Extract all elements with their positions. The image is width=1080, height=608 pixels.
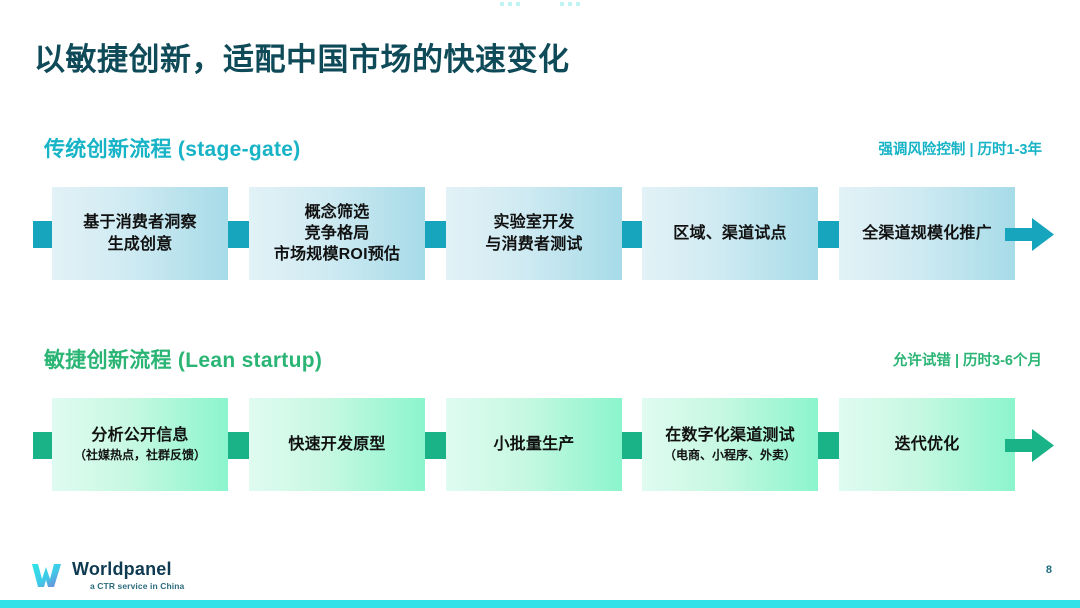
- flow-step-box[interactable]: 区域、渠道试点: [642, 187, 818, 280]
- flow-step-box[interactable]: 小批量生产: [446, 398, 622, 491]
- flow-connector: [228, 432, 252, 459]
- worldpanel-w-icon: [30, 560, 64, 590]
- flow-connector: [228, 221, 252, 248]
- top-edge-artifacts: [0, 2, 1080, 10]
- flow-step-box[interactable]: 基于消费者洞察 生成创意: [52, 187, 228, 280]
- section-header: 传统创新流程 (stage-gate) 强调风险控制 | 历时1-3年: [0, 133, 1080, 167]
- flow-step-label: 快速开发原型: [288, 435, 386, 453]
- logo-tagline: a CTR service in China: [90, 580, 185, 591]
- flow-step-box[interactable]: 分析公开信息 （社媒热点，社群反馈）: [52, 398, 228, 491]
- section-title-lean-startup: 敏捷创新流程 (Lean startup): [44, 349, 323, 372]
- flow-connector: [425, 432, 449, 459]
- flow-step-sublabel: （社媒热点，社群反馈）: [73, 448, 206, 463]
- flow-step-label: 全渠道规模化推广: [862, 224, 992, 242]
- bottom-accent-bar: [0, 600, 1080, 608]
- flow-step-box[interactable]: 实验室开发 与消费者测试: [446, 187, 622, 280]
- flow-arrow-icon: [1005, 428, 1055, 463]
- worldpanel-logo: Worldpanel a CTR service in China: [30, 560, 184, 591]
- flow-step-label: 区域、渠道试点: [673, 224, 787, 242]
- page-number: 8: [1045, 564, 1052, 576]
- flow-step-label: 分析公开信息: [91, 427, 189, 445]
- flow-step-box[interactable]: 全渠道规模化推广: [839, 187, 1015, 280]
- flow-connector: [818, 221, 842, 248]
- flow-step-box[interactable]: 在数字化渠道测试 （电商、小程序、外卖）: [642, 398, 818, 491]
- logo-wordmark: Worldpanel: [72, 558, 172, 579]
- page-title: 以敏捷创新，适配中国市场的快速变化: [34, 42, 570, 77]
- section-note-lean-startup: 允许试错 | 历时3-6个月: [892, 353, 1042, 369]
- flow-step-label: 概念筛选 竞争格局 市场规模ROI预估: [273, 203, 401, 264]
- section-header: 敏捷创新流程 (Lean startup) 允许试错 | 历时3-6个月: [0, 344, 1080, 378]
- flow-step-label: 迭代优化: [894, 435, 960, 453]
- flow-connector: [818, 432, 842, 459]
- flow-connector: [425, 221, 449, 248]
- flow-row-stage-gate: 基于消费者洞察 生成创意 概念筛选 竞争格局 市场规模ROI预估 实验室开发 与…: [0, 187, 1080, 282]
- section-stage-gate: 传统创新流程 (stage-gate) 强调风险控制 | 历时1-3年 基于消费…: [0, 133, 1080, 280]
- section-note-stage-gate: 强调风险控制 | 历时1-3年: [878, 142, 1042, 158]
- section-title-stage-gate: 传统创新流程 (stage-gate): [44, 138, 301, 161]
- section-lean-startup: 敏捷创新流程 (Lean startup) 允许试错 | 历时3-6个月 分析公…: [0, 344, 1080, 491]
- flow-step-box[interactable]: 概念筛选 竞争格局 市场规模ROI预估: [249, 187, 425, 280]
- flow-arrow-icon: [1005, 217, 1055, 252]
- flow-step-sublabel: （电商、小程序、外卖）: [663, 448, 796, 463]
- flow-row-lean-startup: 分析公开信息 （社媒热点，社群反馈） 快速开发原型 小批量生产 在数字化渠道测试…: [0, 398, 1080, 493]
- flow-step-label: 在数字化渠道测试: [665, 427, 795, 445]
- flow-step-label: 实验室开发 与消费者测试: [485, 214, 583, 253]
- flow-step-box[interactable]: 快速开发原型: [249, 398, 425, 491]
- flow-step-box[interactable]: 迭代优化: [839, 398, 1015, 491]
- flow-step-label: 基于消费者洞察 生成创意: [83, 214, 197, 253]
- flow-step-label: 小批量生产: [493, 435, 575, 453]
